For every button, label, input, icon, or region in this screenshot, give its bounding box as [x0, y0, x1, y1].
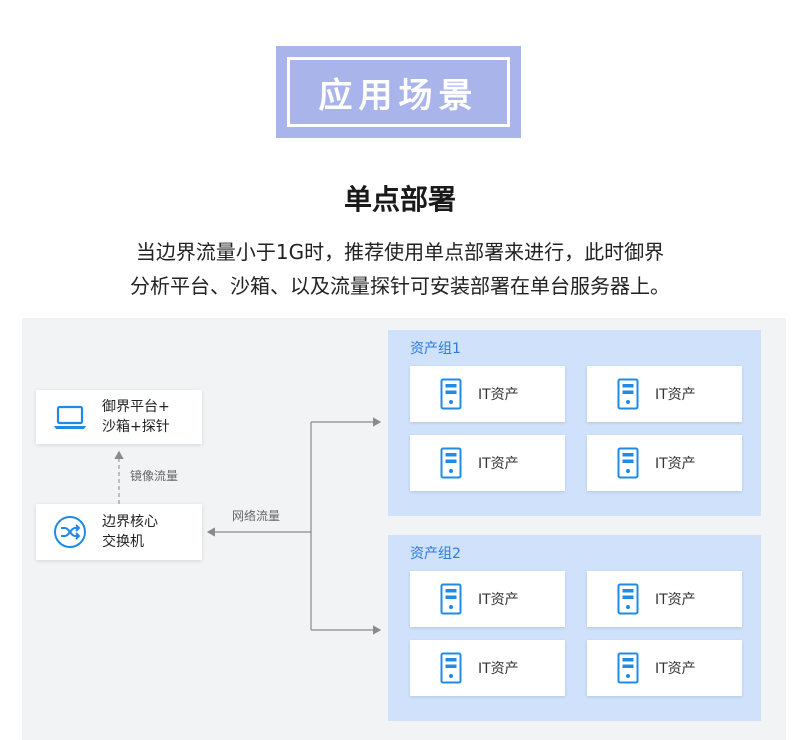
- server-icon: [440, 652, 462, 684]
- it-asset-card: IT资产: [587, 366, 742, 422]
- platform-node: 御界平台+ 沙箱+探针: [36, 390, 202, 444]
- section-heading: 单点部署: [343, 183, 456, 216]
- it-asset-card: IT资产: [587, 640, 742, 696]
- it-asset-card: IT资产: [410, 640, 565, 696]
- laptop-icon: [54, 405, 86, 429]
- asset-label: IT资产: [655, 592, 696, 608]
- network-traffic-label: 网络流量: [232, 509, 281, 523]
- server-icon: [617, 652, 639, 684]
- banner-title: 应用场景: [287, 57, 510, 127]
- server-icon: [617, 378, 639, 410]
- it-asset-card: IT资产: [587, 435, 742, 491]
- connector-lines: [114, 417, 382, 635]
- server-icon: [440, 378, 462, 410]
- it-asset-card: IT资产: [410, 435, 565, 491]
- asset-label: IT资产: [478, 456, 519, 472]
- title-banner: 应用场景: [276, 46, 521, 138]
- asset-label: IT资产: [655, 456, 696, 472]
- switch-node: 边界核心 交换机: [36, 504, 202, 560]
- server-icon: [617, 447, 639, 479]
- platform-label-line-1: 御界平台+: [102, 399, 170, 415]
- asset-group-title: 资产组2: [410, 546, 461, 562]
- server-icon: [440, 447, 462, 479]
- asset-group-title: 资产组1: [410, 341, 461, 357]
- asset-group-1: 资产组1 IT资产 IT资产: [388, 330, 761, 516]
- description-line-2: 分析平台、沙箱、以及流量探针可安装部署在单台服务器上。: [130, 274, 670, 298]
- asset-label: IT资产: [655, 387, 696, 403]
- asset-group-2: 资产组2 IT资产 IT资产: [388, 535, 761, 721]
- asset-label: IT资产: [478, 592, 519, 608]
- asset-label: IT资产: [478, 661, 519, 677]
- it-asset-card: IT资产: [410, 366, 565, 422]
- server-icon: [440, 583, 462, 615]
- asset-label: IT资产: [478, 387, 519, 403]
- platform-label-line-2: 沙箱+探针: [102, 419, 170, 435]
- deployment-diagram: 御界平台+ 沙箱+探针 镜像流量 网络流量 边界核心 交换机 资产组1: [22, 318, 786, 740]
- description-line-1: 当边界流量小于1G时，推荐使用单点部署来进行，此时御界: [135, 240, 665, 264]
- asset-label: IT资产: [655, 661, 696, 677]
- it-asset-card: IT资产: [587, 571, 742, 627]
- server-icon: [617, 583, 639, 615]
- it-asset-card: IT资产: [410, 571, 565, 627]
- mirror-traffic-label: 镜像流量: [130, 469, 179, 483]
- switch-label-line-1: 边界核心: [102, 514, 158, 530]
- switch-shuffle-icon: [54, 516, 86, 548]
- switch-label-line-2: 交换机: [102, 534, 144, 550]
